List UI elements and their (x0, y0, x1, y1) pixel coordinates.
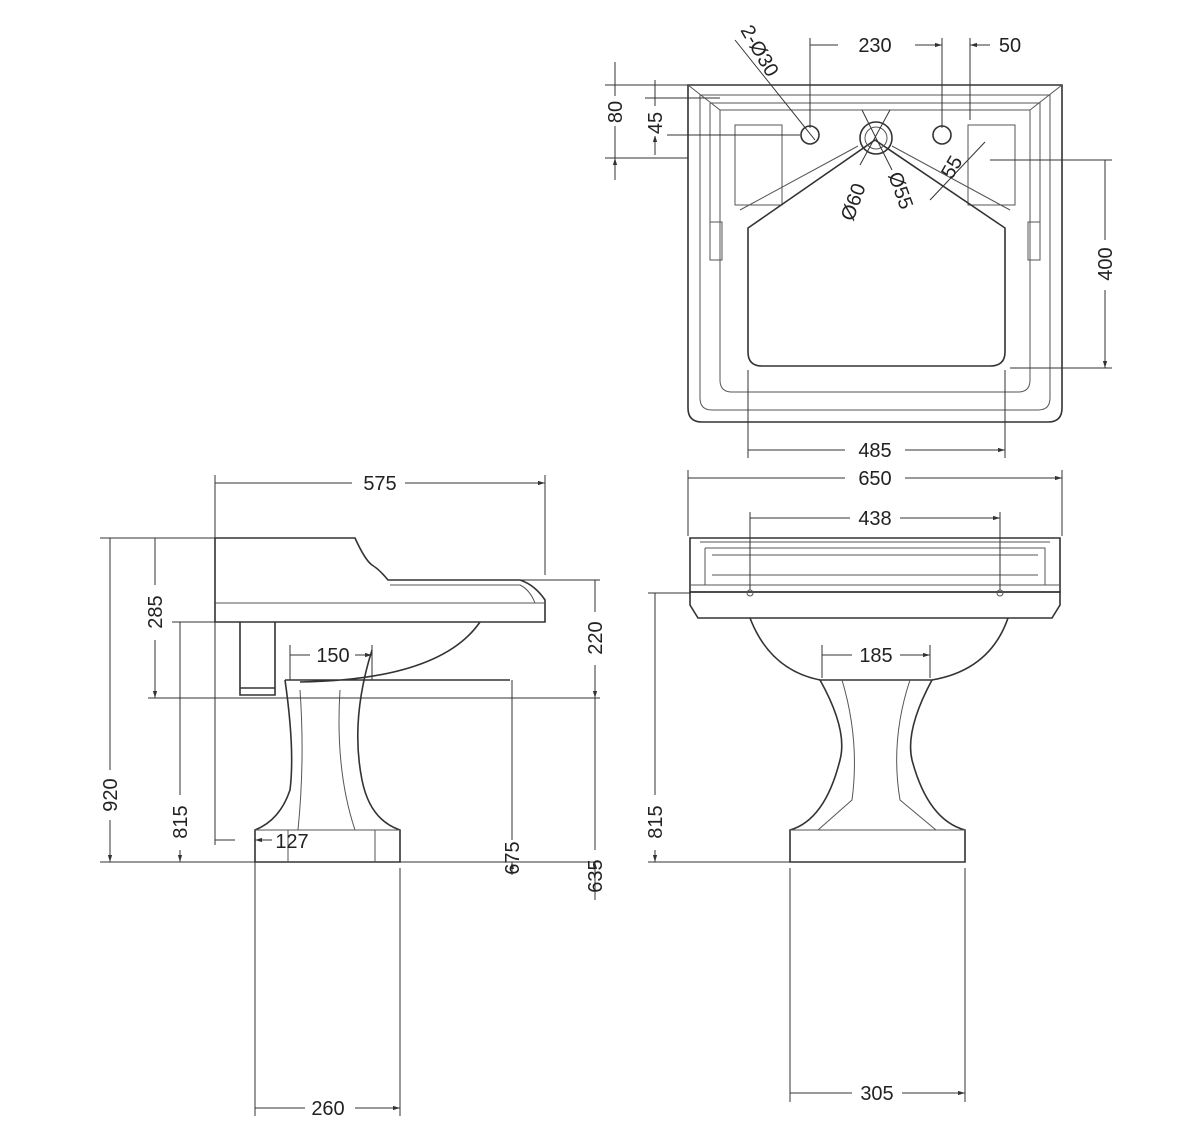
dim-rim-height: 815 (170, 805, 192, 838)
dim-base-depth: 260 (311, 1098, 344, 1120)
front-view: 650 438 185 815 305 (645, 468, 1062, 1105)
dim-waste-offset: 127 (275, 831, 308, 853)
dim-waste-outer: Ø60 (837, 181, 871, 224)
plan-view: 230 50 2-Ø30 80 45 Ø60 Ø55 55 400 485 (605, 22, 1117, 462)
dim-bowl-drop: 220 (585, 621, 607, 654)
dim-overall-width: 650 (858, 468, 891, 490)
tap-hole-right (932, 125, 952, 145)
dim-base-width: 305 (860, 1083, 893, 1105)
dim-pedestal-height: 675 (502, 841, 524, 874)
tap-hole-left (800, 125, 820, 145)
dim-hole-edge: 55 (937, 152, 967, 182)
bowl-outline (747, 139, 1006, 367)
dim-pedestal-top: 150 (316, 645, 349, 667)
dim-hole-offset: 50 (999, 35, 1021, 57)
dim-under-bowl: 635 (585, 859, 607, 892)
dim-depth: 575 (363, 473, 396, 495)
dim-inner-width: 438 (858, 508, 891, 530)
dim-waste-inner: Ø55 (883, 169, 917, 212)
side-view: 575 920 285 815 220 150 127 675 635 260 (100, 473, 607, 1120)
dim-tap-holes: 2-Ø30 (736, 22, 783, 81)
dim-bowl-width: 485 (858, 440, 891, 462)
dim-back-depth: 80 (605, 101, 627, 123)
dim-hole-spacing: 230 (858, 35, 891, 57)
dim-pedestal-top-width: 185 (859, 645, 892, 667)
dim-splash-height: 285 (145, 595, 167, 628)
dim-overall-height: 920 (100, 778, 122, 811)
waste-hole (859, 121, 893, 155)
dim-bowl-depth: 400 (1095, 247, 1117, 280)
dim-front-height: 815 (645, 805, 667, 838)
dim-hole-depth: 45 (645, 112, 667, 134)
